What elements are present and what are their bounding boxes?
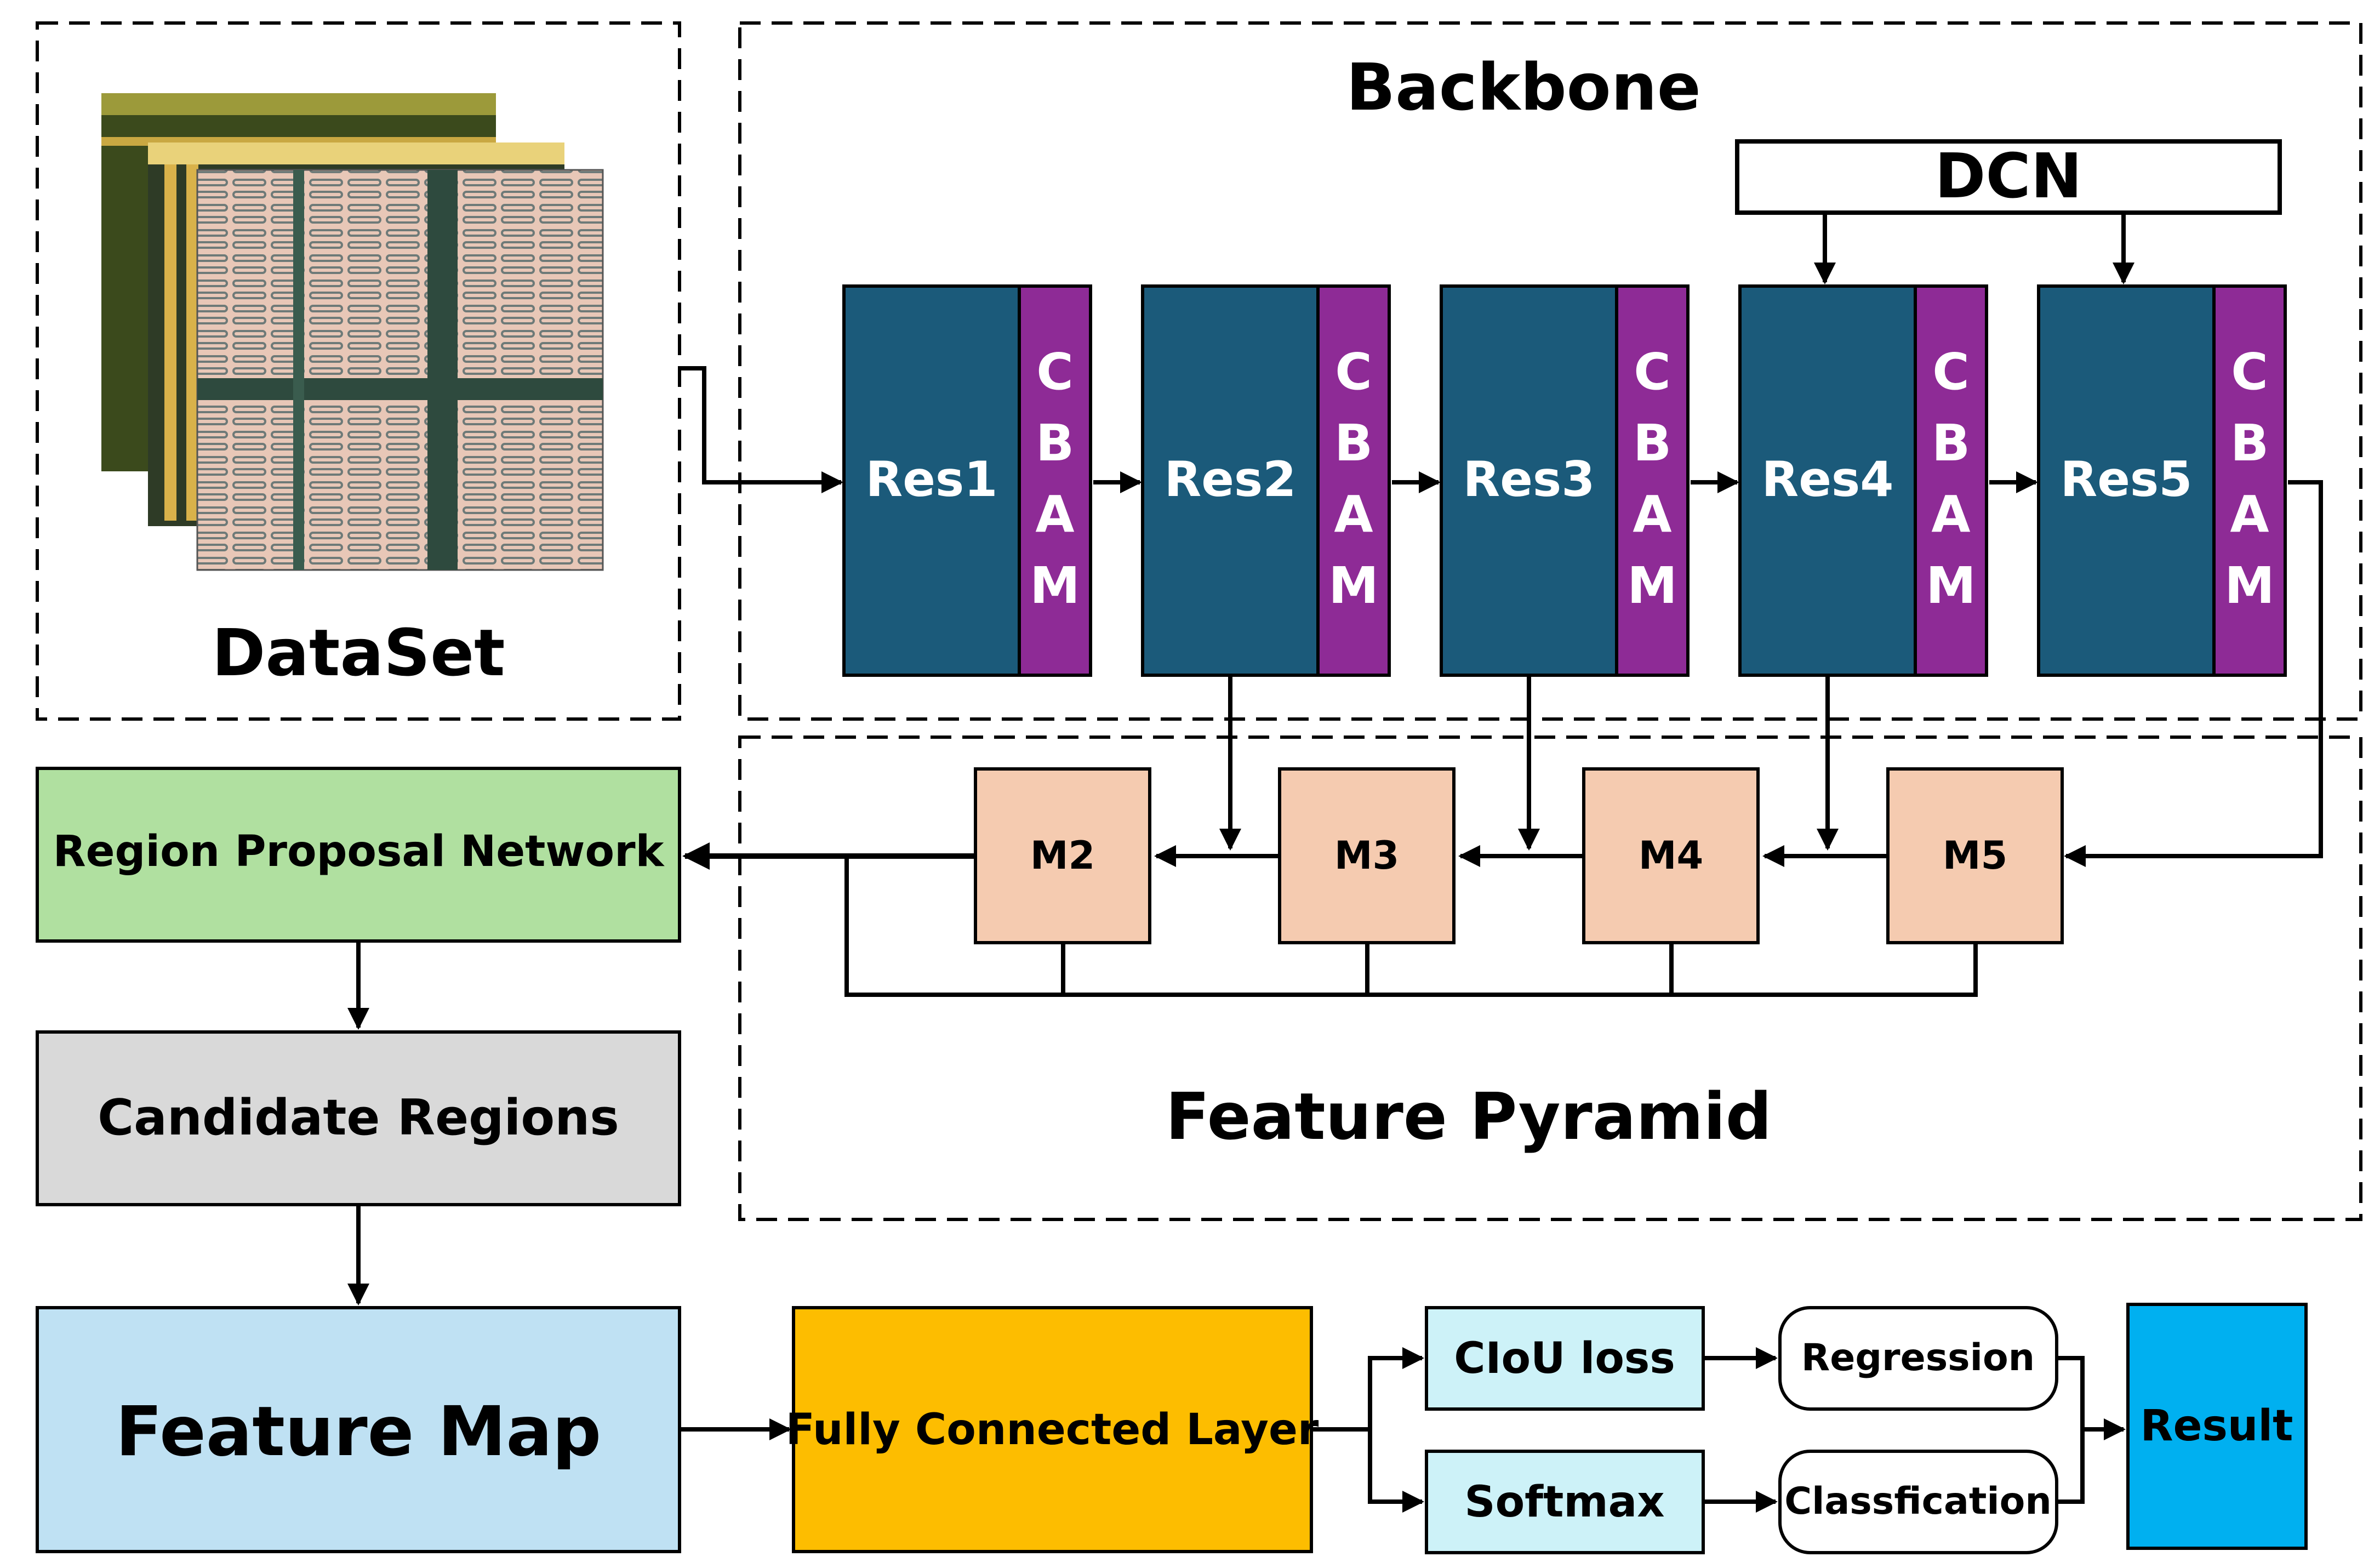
cbam-letter: M bbox=[2224, 556, 2275, 615]
cbam-letter: A bbox=[1334, 485, 1373, 544]
merge-block-label: M3 bbox=[1334, 833, 1399, 878]
res-block-label: Res5 bbox=[2060, 451, 2192, 508]
cbam-letter: M bbox=[1926, 556, 1976, 615]
feature-pyramid-section-border bbox=[738, 735, 2362, 1221]
ciou-loss-box bbox=[1425, 1306, 1705, 1411]
res-block-body bbox=[1738, 284, 1917, 677]
merge-block-label: M4 bbox=[1639, 833, 1703, 878]
res-block-label: Res3 bbox=[1463, 451, 1595, 508]
feature-map-label: Feature Map bbox=[116, 1392, 601, 1472]
merge-block-2: M2 bbox=[974, 767, 1151, 944]
dataset-label: DataSet bbox=[212, 615, 505, 691]
cbam-letter: B bbox=[1036, 414, 1074, 472]
cbam-letter: B bbox=[1633, 414, 1671, 472]
merge-block-label: M2 bbox=[1030, 833, 1095, 878]
classification-label: Classfication bbox=[1784, 1480, 2052, 1523]
result-label: Result bbox=[2141, 1401, 2293, 1451]
cbam-letter: M bbox=[1627, 556, 1677, 615]
cbam-panel bbox=[2212, 284, 2287, 677]
cbam-letter: A bbox=[1035, 485, 1074, 544]
dcn-label: DCN bbox=[1935, 141, 2082, 212]
merge-block-3: M3 bbox=[1278, 767, 1456, 944]
dataset-chip-images bbox=[101, 93, 604, 571]
backbone-label: Backbone bbox=[1346, 49, 1701, 125]
softmax-box bbox=[1425, 1450, 1705, 1554]
softmax-label: Softmax bbox=[1464, 1478, 1664, 1527]
cbam-letter: A bbox=[1931, 485, 1970, 544]
cbam-letter: B bbox=[2230, 414, 2269, 472]
cbam-letter: C bbox=[1036, 343, 1074, 401]
cbam-letter: B bbox=[1932, 414, 1970, 472]
res-block-label: Res1 bbox=[865, 451, 997, 508]
cbam-panel bbox=[1914, 284, 1988, 677]
dataset-section-border bbox=[36, 21, 681, 721]
result-box bbox=[2126, 1303, 2308, 1550]
cbam-letter: C bbox=[2231, 343, 2268, 401]
merge-block-5: M5 bbox=[1886, 767, 2064, 944]
feature-pyramid-label: Feature Pyramid bbox=[1166, 1079, 1772, 1154]
regression-label: Regression bbox=[1801, 1336, 2035, 1379]
cbam-panel bbox=[1316, 284, 1391, 677]
cbam-panel bbox=[1018, 284, 1092, 677]
cbam-panel bbox=[1615, 284, 1690, 677]
candidate-regions-box bbox=[36, 1030, 681, 1206]
cbam-letter: C bbox=[1932, 343, 1970, 401]
res-block-body bbox=[1440, 284, 1618, 677]
cbam-letter: M bbox=[1030, 556, 1080, 615]
cbam-letter: C bbox=[1335, 343, 1372, 401]
fully-connected-layer-box bbox=[792, 1306, 1313, 1553]
merge-block-body bbox=[1278, 767, 1456, 944]
res-block-label: Res2 bbox=[1164, 451, 1296, 508]
res-block-body bbox=[2037, 284, 2216, 677]
candidate-regions-label: Candidate Regions bbox=[98, 1089, 619, 1147]
cbam-letter: B bbox=[1334, 414, 1373, 472]
dcn-box bbox=[1735, 139, 2282, 215]
cbam-letter: C bbox=[1634, 343, 1671, 401]
res-block-label: Res4 bbox=[1761, 451, 1893, 508]
merge-block-4: M4 bbox=[1582, 767, 1760, 944]
rpn-label: Region Proposal Network bbox=[53, 827, 665, 876]
backbone-section-border bbox=[738, 21, 2362, 721]
cbam-letter: M bbox=[1328, 556, 1379, 615]
fully-connected-layer-label: Fully Connected Layer bbox=[786, 1405, 1319, 1455]
merge-block-label: M5 bbox=[1943, 833, 2007, 878]
cbam-letter: A bbox=[1633, 485, 1671, 544]
cbam-letter: A bbox=[2230, 485, 2269, 544]
rpn-box bbox=[36, 767, 681, 943]
ciou-loss-label: CIoU loss bbox=[1454, 1334, 1675, 1383]
